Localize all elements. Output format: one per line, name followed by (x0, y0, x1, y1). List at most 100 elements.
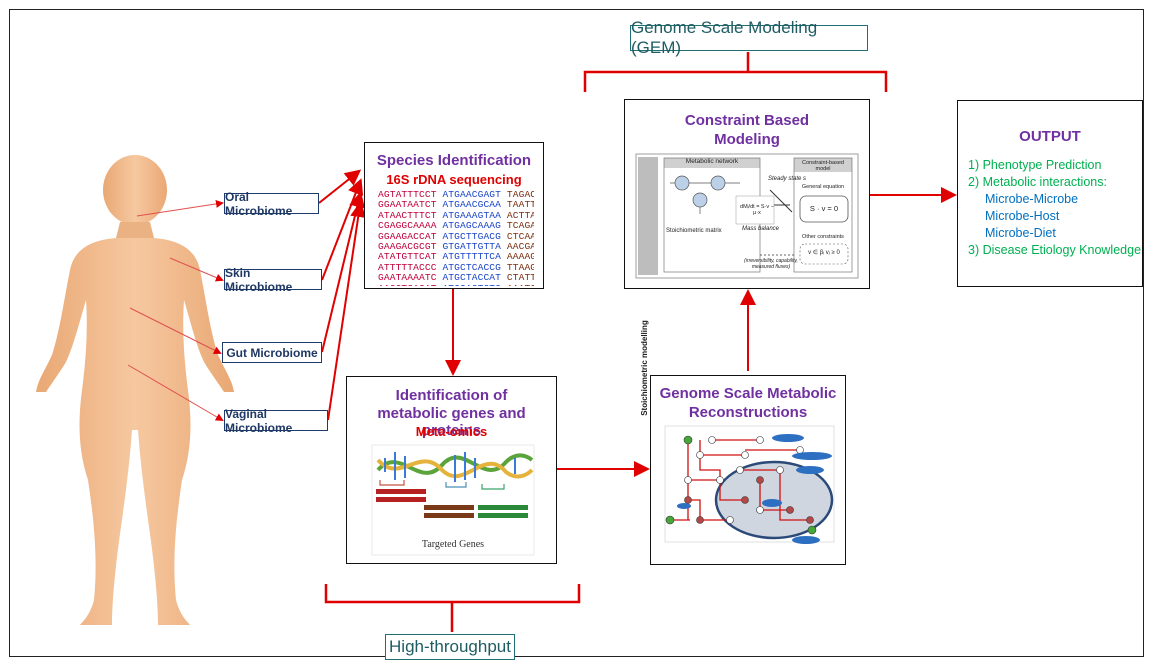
sequence-segment: ACTTAAT (506, 209, 534, 221)
diagram-frame (9, 9, 1144, 657)
sequence-row: CGAGGCAAAA ATGAGCAAAG TCAGACT (378, 221, 534, 231)
sequence-segment: ATGCTCACCG (442, 261, 507, 273)
sequence-segment: ATGAAAGTAA (442, 209, 507, 221)
sequence-segment: AGTATTTCCT (378, 190, 443, 200)
reconstruction-title-line1: Genome Scale Metabolic (659, 385, 837, 402)
sequence-segment: GGAAGACCAT (378, 230, 443, 242)
vaginal-to-species-arrow (327, 201, 367, 421)
vaginal-pointer (127, 364, 224, 422)
sequence-segment: ATAACTTTCT (378, 209, 443, 221)
reconstruction-title-line2: Reconstructions (688, 404, 808, 421)
gem-bracket (583, 52, 888, 92)
mass-balance-label: Mass balance (742, 226, 780, 232)
output-item-3: Microbe-Microbe (985, 192, 1079, 206)
output-item-4: Microbe-Host (985, 209, 1060, 223)
sequence-row: ATAACTTTCT ATGAAAGTAA ACTTAAT (378, 209, 534, 221)
targeted-genes-caption: Targeted Genes (421, 539, 485, 550)
head-shape (103, 155, 167, 225)
output-item-1: 1) Phenotype Prediction (968, 158, 1102, 172)
genes-subtitle: Meta-omics (415, 424, 488, 439)
network-label: Metabolic network (685, 158, 739, 165)
general-eq-box (799, 195, 849, 223)
genes-title-line1: Identification of (395, 387, 508, 404)
sequence-segment: ATGAACGAGT (442, 190, 507, 200)
gut-to-species-arrow (321, 191, 365, 353)
gene-bar-brown-2 (424, 513, 474, 518)
sequence-segment: TCAGACT (506, 220, 534, 232)
gut-pointer (129, 307, 222, 354)
sequence-row: AGTATTTCCT ATGAACGAGT TAGACGC (378, 190, 534, 200)
sequence-row: GGAAGACCAT ATGCTTGACG CTCAAAC (378, 230, 534, 242)
sequence-row: AACGTCACAT ATGCACTGTC AAATGTC (378, 283, 534, 286)
gene-bar-red-2 (376, 497, 426, 502)
neck-shape (116, 222, 154, 238)
network-node-group (674, 175, 726, 208)
species-subtitle: 16S rDNA sequencing (386, 172, 522, 187)
sequence-segment: AAAAGAA (506, 251, 534, 263)
output-item-6: 3) Disease Etiology Knowledge (968, 243, 1142, 257)
general-eq: S · v = 0 (809, 204, 839, 213)
oral-pointer (136, 199, 224, 217)
gut-microbiome-label: Gut Microbiome (222, 342, 322, 363)
network-header (664, 158, 760, 168)
output-item-5: Microbe-Diet (985, 226, 1056, 240)
output-item-2: 2) Metabolic interactions: (968, 175, 1107, 189)
sequence-segment: CGAGGCAAAA (378, 220, 443, 232)
sequence-segment: CTCAAAC (506, 230, 534, 242)
constraint-title-line2: Modeling (714, 131, 780, 148)
constraint-note: (irreversibility, capability, measured f… (744, 258, 798, 270)
gene-brace-3 (481, 484, 505, 490)
sequence-segment: AACGTCACAT (378, 283, 442, 286)
sequence-segment: AAATGTC (507, 283, 534, 286)
species-identification-box (364, 142, 544, 289)
sequence-segment: ATATGTTCAT (378, 251, 443, 263)
output-box (957, 100, 1143, 287)
oral-to-species-arrow (318, 169, 362, 204)
sequence-segment: ATGCTACCAT (442, 272, 507, 284)
sequence-segment: ATTTTTACCC (378, 261, 443, 273)
high-throughput-label: High-throughput (385, 634, 515, 660)
sequence-segment: GAAGACGCGT (378, 241, 443, 253)
gene-bar-brown-1 (424, 505, 474, 510)
gene-bar-green-1 (478, 505, 528, 510)
output-title: OUTPUT (1019, 128, 1081, 145)
steady-state-label: Steady state s (768, 176, 807, 182)
genes-title-line2: metabolic genes and proteins (377, 405, 526, 439)
sequence-segment: TTAAGCA (506, 261, 534, 273)
dna-sequence-block: AGTATTTCCT ATGAACGAGT TAGACGCGGAATAATCT … (378, 190, 534, 286)
gene-bar-green-2 (478, 513, 528, 518)
compartment-tags (677, 434, 832, 544)
gene-bar-red-1 (376, 489, 426, 494)
species-title: Species Identification (376, 152, 532, 169)
model-header-text: Constraint-based model (802, 160, 844, 172)
sequence-segment: CTATTTC (506, 272, 534, 284)
side-label-text: Stoichiometric modelling (640, 320, 649, 416)
skin-pointer (169, 257, 224, 282)
sequence-segment: GAATAAAATC (378, 272, 443, 284)
sequence-segment: ATGTTTTTCA (442, 251, 507, 263)
other-eq: v ∈ βᵢ vⱼ ≥ 0 (808, 250, 840, 256)
gene-brace-1 (379, 480, 405, 486)
other-eq-box (799, 243, 849, 265)
sequence-segment: ATGCACTGTC (442, 283, 506, 286)
high-throughput-bracket (324, 584, 581, 632)
dna-helix-graphic (376, 452, 534, 482)
sequence-segment: ATGAGCAAAG (442, 220, 507, 232)
side-label-bar (638, 157, 658, 275)
sequence-row: GAAGACGCGT GTGATTGTTA AACGACC (378, 241, 534, 253)
other-constraints-label: Other constraints (802, 234, 844, 240)
constraint-title-line1: Constraint Based (684, 112, 810, 129)
torso-limbs-shape (36, 238, 234, 625)
sequence-segment: AACGACC (506, 241, 534, 253)
sequence-segment: ATGAACGCAA (442, 199, 507, 211)
sequence-segment: GTGATTGTTA (442, 241, 507, 253)
model-header (794, 158, 852, 172)
general-eq-label: General equation (801, 184, 845, 190)
